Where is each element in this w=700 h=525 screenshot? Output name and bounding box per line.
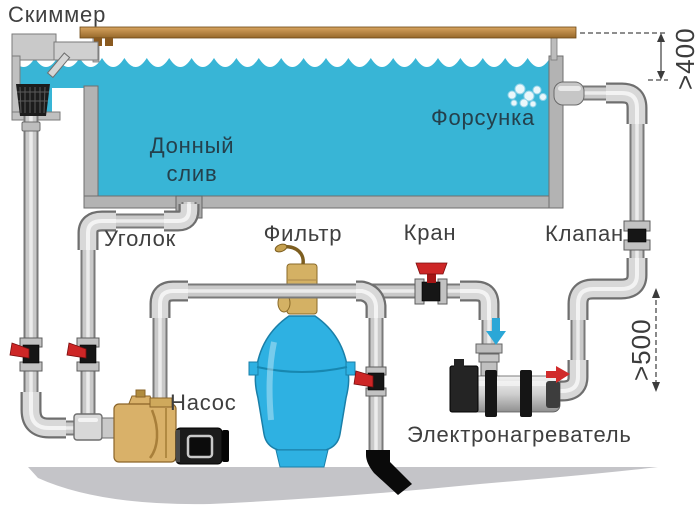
pool-water (12, 57, 550, 198)
pool-right-post (550, 35, 558, 61)
label-tap: Кран (404, 220, 457, 245)
deck-joist (105, 38, 113, 46)
pump-top-collar (149, 397, 173, 408)
filter-base (275, 449, 329, 468)
label-filter: Фильтр (264, 221, 343, 246)
label-pump: Насос (170, 390, 237, 415)
deck-board (79, 26, 577, 39)
tee-fitting (73, 413, 103, 441)
pool-basin-water (96, 58, 550, 198)
label-jet: Форсунка (431, 105, 535, 130)
flow-in-arrow-icon (486, 318, 506, 345)
coupling-skimmer-line (21, 121, 41, 132)
heater-inlet-union (478, 353, 500, 363)
elbow-heater-inlet (460, 280, 500, 320)
skimmer-weir-flap (46, 52, 71, 79)
tee-fitting-shine (78, 418, 98, 422)
filter (248, 243, 356, 468)
tap-valve (414, 262, 448, 305)
heater-outlet-cap (546, 381, 560, 408)
elbow-fittings (20, 82, 648, 441)
elbow-manifold (20, 392, 66, 439)
check-valve (623, 220, 651, 251)
waste-spout (366, 450, 412, 495)
pump-body-shading (148, 409, 159, 459)
elbow-waste-branch (351, 280, 387, 318)
jet-fitting (553, 81, 585, 106)
ball-valve-drain-line (66, 337, 100, 372)
filter-band (256, 366, 348, 373)
dimension-jet-depth: >400 (580, 27, 700, 90)
jet-bubbles (507, 83, 547, 108)
label-elbow: Уголок (104, 226, 176, 251)
elbow-drain-line (77, 210, 116, 250)
label-heater: Электронагреватель (407, 422, 632, 447)
dimension-return-depth-label: >500 (626, 318, 656, 381)
label-skimmer: Скиммер (8, 2, 106, 27)
multiport-valve (274, 243, 318, 315)
ball-valve-skimmer-line (9, 337, 43, 372)
label-bottom-drain-line2: слив (166, 161, 217, 186)
skimmer-basket (16, 84, 50, 116)
dimension-jet-depth-label: >400 (670, 27, 700, 90)
tap-valve-handle (415, 262, 448, 275)
pump-motor (175, 427, 229, 465)
filter-highlight (266, 341, 277, 421)
heater-inlet-union-nut (475, 343, 503, 354)
elbow-jet-riser (606, 82, 648, 124)
elbow-heater-outlet (548, 360, 589, 402)
elbow-drain-top (164, 199, 200, 232)
pump (101, 389, 229, 465)
heater-flange (520, 370, 532, 417)
valve-handle (353, 370, 374, 388)
filter-band-tab (248, 361, 259, 376)
ground (28, 467, 658, 505)
filter-band-tab (345, 361, 356, 376)
heater-flange (485, 370, 497, 417)
label-bottom-drain-line1: Донный (150, 133, 235, 158)
flow-out-arrow-icon (546, 366, 570, 383)
elbow-jog-upper (607, 258, 648, 300)
elbow-jog-lower (567, 278, 607, 320)
pool-left-wall (83, 85, 99, 199)
pool-right-wall (548, 55, 564, 209)
elbow-pump-riser (149, 280, 188, 318)
heater-control-box-nub (454, 359, 464, 367)
pump-lid-knob (135, 389, 146, 398)
pool-bottom-wall (83, 195, 564, 209)
valve-handle (66, 342, 87, 359)
label-check-valve: Клапан (545, 221, 624, 246)
ball-valve-waste-line (353, 366, 387, 397)
heater-control-box (449, 365, 479, 413)
heater-body-highlight (470, 381, 550, 386)
pool-shell (79, 26, 577, 209)
valve-handle (9, 342, 30, 359)
dimension-return-depth: >500 (626, 288, 660, 392)
tap-valve-stem (427, 271, 436, 283)
heater (449, 343, 561, 417)
